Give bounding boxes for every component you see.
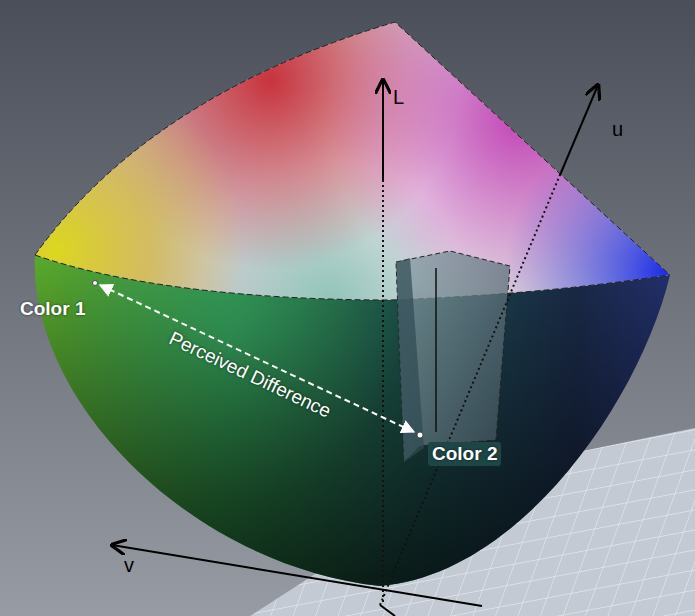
point-label: Color 1 [20, 298, 85, 320]
solid-body [35, 255, 670, 586]
axis-label: u [612, 118, 623, 141]
axis-label: L [393, 86, 404, 109]
axis-label: v [124, 554, 134, 577]
axes [112, 80, 598, 616]
hue-slab [396, 251, 510, 462]
difference-arrow [93, 281, 424, 439]
solid-top-face [35, 22, 670, 300]
difference-label: Perceived Difference [166, 328, 334, 423]
point-label: Color 2 [428, 442, 501, 466]
